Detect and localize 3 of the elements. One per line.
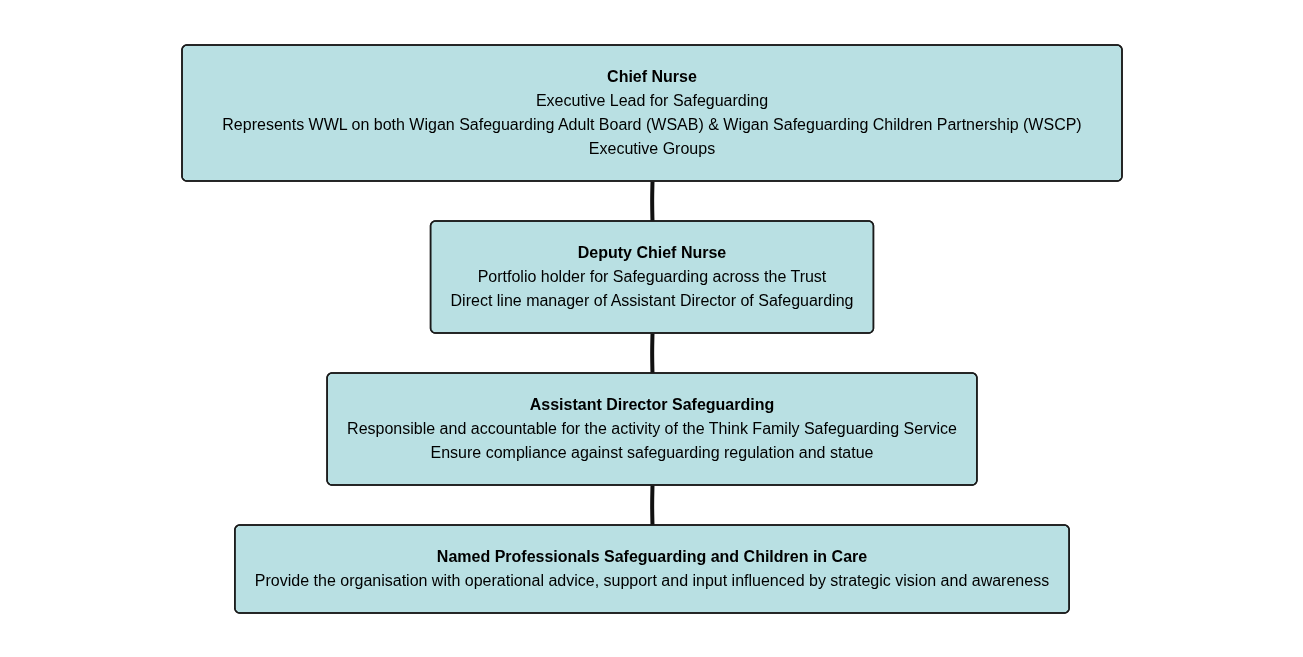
connector <box>649 484 654 526</box>
connector <box>649 332 654 374</box>
connector <box>649 180 654 222</box>
